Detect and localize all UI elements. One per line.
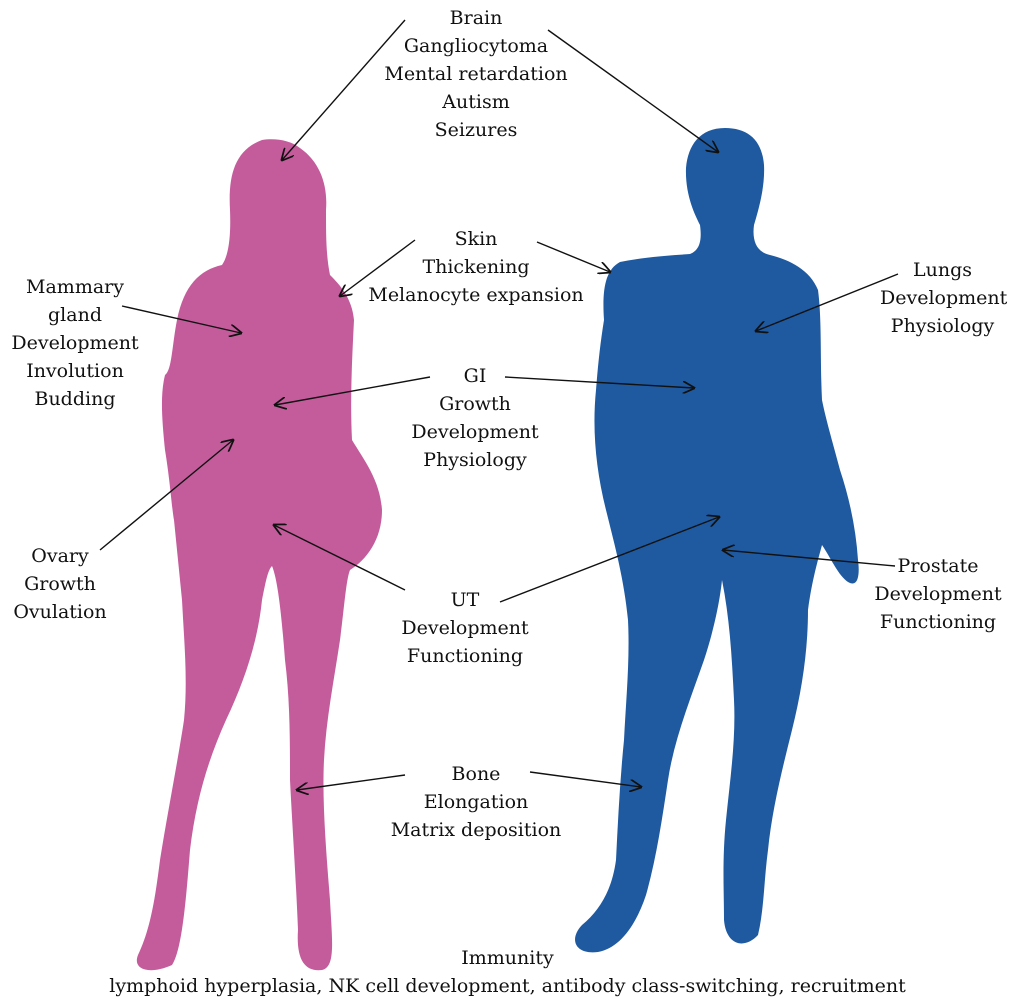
- immunity-item: lymphoid hyperplasia, NK cell developmen…: [60, 972, 955, 1000]
- ovary-title: Ovary: [0, 542, 120, 570]
- mammary-title: gland: [10, 301, 140, 329]
- gi-item: Development: [380, 418, 570, 446]
- male-silhouette: [575, 128, 859, 952]
- label-lungs: Lungs Development Physiology: [880, 256, 1005, 340]
- mammary-item: Development: [10, 329, 140, 357]
- lungs-title: Lungs: [880, 256, 1005, 284]
- lungs-item: Physiology: [880, 312, 1005, 340]
- label-bone: Bone Elongation Matrix deposition: [376, 760, 576, 844]
- label-mammary: Mammary gland Development Involution Bud…: [10, 273, 140, 413]
- female-silhouette: [137, 139, 382, 970]
- ut-item: Development: [390, 614, 540, 642]
- brain-title: Brain: [376, 4, 576, 32]
- label-prostate: Prostate Development Functioning: [868, 552, 1008, 636]
- skin-title: Skin: [366, 225, 586, 253]
- skin-item: Thickening: [366, 253, 586, 281]
- mammary-title: Mammary: [10, 273, 140, 301]
- label-skin: Skin Thickening Melanocyte expansion: [366, 225, 586, 309]
- mammary-item: Budding: [10, 385, 140, 413]
- brain-item: Gangliocytoma: [376, 32, 576, 60]
- ut-item: Functioning: [390, 642, 540, 670]
- bone-item: Elongation: [376, 788, 576, 816]
- brain-item: Autism: [376, 88, 576, 116]
- label-immunity: Immunity lymphoid hyperplasia, NK cell d…: [60, 944, 955, 1000]
- gi-title: GI: [380, 362, 570, 390]
- label-brain: Brain Gangliocytoma Mental retardation A…: [376, 4, 576, 144]
- label-gi: GI Growth Development Physiology: [380, 362, 570, 474]
- brain-item: Seizures: [376, 116, 576, 144]
- ovary-item: Growth: [0, 570, 120, 598]
- skin-item: Melanocyte expansion: [366, 281, 586, 309]
- bone-item: Matrix deposition: [376, 816, 576, 844]
- brain-item: Mental retardation: [376, 60, 576, 88]
- bone-title: Bone: [376, 760, 576, 788]
- prostate-item: Development: [868, 580, 1008, 608]
- gi-item: Physiology: [380, 446, 570, 474]
- ut-title: UT: [390, 586, 540, 614]
- label-ovary: Ovary Growth Ovulation: [0, 542, 120, 626]
- prostate-item: Functioning: [868, 608, 1008, 636]
- gi-item: Growth: [380, 390, 570, 418]
- prostate-title: Prostate: [868, 552, 1008, 580]
- ovary-item: Ovulation: [0, 598, 120, 626]
- immunity-title: Immunity: [60, 944, 955, 972]
- lungs-item: Development: [880, 284, 1005, 312]
- label-ut: UT Development Functioning: [390, 586, 540, 670]
- mammary-item: Involution: [10, 357, 140, 385]
